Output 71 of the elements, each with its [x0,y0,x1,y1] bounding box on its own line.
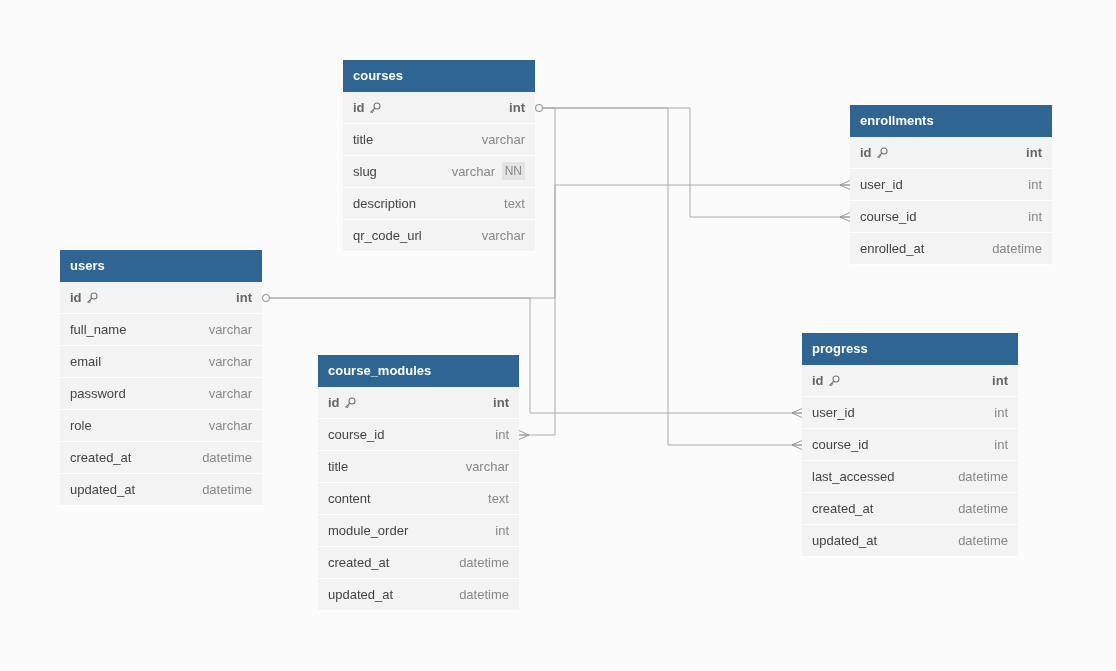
column-name: content [328,491,371,506]
column-name: email [70,354,102,369]
column-name: id [812,373,824,388]
column-name: full_name [70,322,127,337]
column-type: datetime [459,587,509,602]
column-type: int [992,373,1008,388]
column-type: datetime [992,241,1042,256]
column-type: int [495,427,509,442]
column-type: varchar [208,322,252,337]
table-card [802,333,1018,557]
column-name: description [353,196,416,211]
column-type: datetime [202,482,252,497]
table-name: course_modules [328,363,432,378]
table-name: enrollments [860,113,934,128]
column-type: varchar [481,228,525,243]
column-type: text [504,196,525,211]
column-type: varchar [208,354,252,369]
column-name: title [353,132,374,147]
column-name: id [860,145,872,160]
column-name: created_at [70,450,132,465]
column-name: enrolled_at [860,241,925,256]
column-name: course_id [860,209,917,224]
column-name: created_at [812,501,874,516]
column-type: int [994,437,1008,452]
table-name: users [70,258,105,273]
column-type: varchar [208,418,252,433]
column-type: datetime [459,555,509,570]
column-type: int [509,100,525,115]
relationship-line [261,294,803,418]
column-type: int [1028,209,1042,224]
table-card [343,60,535,252]
column-type: text [488,491,509,506]
relationship-line [534,104,803,450]
column-name: id [353,100,365,115]
column-name: updated_at [70,482,136,497]
column-type: int [493,395,509,410]
column-name: module_order [328,523,409,538]
column-type: int [994,405,1008,420]
column-type: varchar [451,164,495,179]
column-type: varchar [465,459,509,474]
column-name: updated_at [328,587,394,602]
column-name: id [70,290,82,305]
column-name: title [328,459,349,474]
column-name: slug [353,164,377,179]
column-type: datetime [202,450,252,465]
column-name: updated_at [812,533,878,548]
table-card [318,355,519,611]
column-type: varchar [208,386,252,401]
column-type: int [495,523,509,538]
column-name: id [328,395,340,410]
column-name: user_id [860,177,903,192]
table-card [60,250,262,506]
table-card [850,105,1052,265]
not-null-badge: NN [501,162,525,180]
column-type: datetime [958,469,1008,484]
column-type: int [1028,177,1042,192]
column-name: course_id [812,437,869,452]
column-name: role [70,418,92,433]
column-name: created_at [328,555,390,570]
column-type: int [236,290,252,305]
column-name: user_id [812,405,855,420]
column-type: datetime [958,501,1008,516]
table-name: progress [812,341,868,356]
column-name: qr_code_url [353,228,422,243]
column-type: varchar [481,132,525,147]
table-name: courses [353,68,403,83]
column-type: datetime [958,533,1008,548]
column-type: int [1026,145,1042,160]
column-name: last_accessed [812,469,895,484]
column-name: password [70,386,126,401]
column-name: course_id [328,427,385,442]
